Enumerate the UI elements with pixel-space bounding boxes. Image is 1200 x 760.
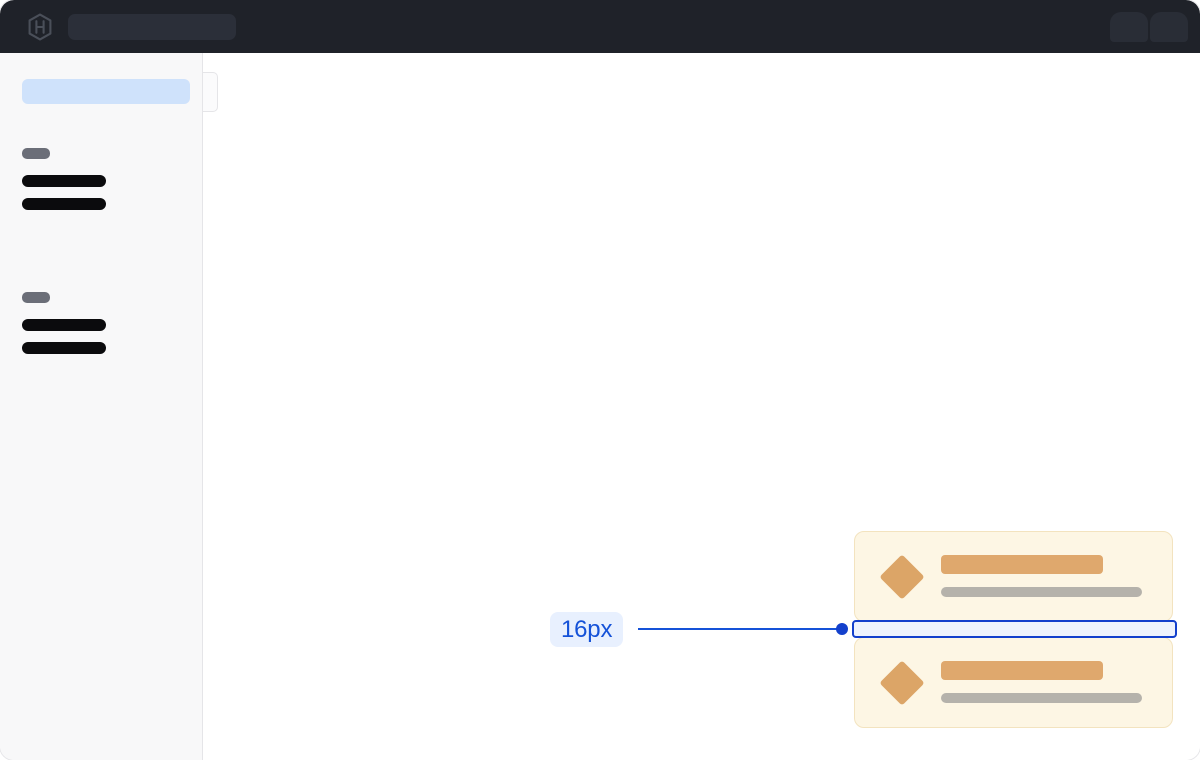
header-search-skeleton[interactable] (68, 14, 236, 40)
gap-measurement-box (852, 620, 1177, 638)
hexagon-h-logo-icon[interactable] (26, 13, 54, 41)
diamond-icon (879, 554, 925, 600)
header-skeleton-b[interactable] (1150, 12, 1188, 42)
content-card[interactable] (854, 637, 1173, 728)
sidebar-nav-group-2 (22, 292, 106, 354)
sidebar-nav-group-2-label-skeleton (22, 292, 50, 303)
measurement-value-badge: 16px (550, 612, 624, 647)
measurement-leader-line (638, 628, 842, 630)
sidebar-item-skeleton-1b[interactable] (22, 198, 106, 210)
top-bar (0, 0, 1200, 53)
card-title-skeleton (941, 555, 1103, 574)
sidebar-item-skeleton-2a[interactable] (22, 319, 106, 331)
content-card[interactable] (854, 531, 1173, 622)
sidebar-collapse-handle[interactable] (203, 72, 218, 112)
sidebar-nav-group-1 (22, 148, 106, 210)
header-skeleton-a[interactable] (1110, 12, 1148, 42)
sidebar-item-skeleton-1a[interactable] (22, 175, 106, 187)
card-subtitle-skeleton (941, 587, 1142, 597)
sidebar-primary-skeleton[interactable] (22, 79, 190, 104)
diamond-icon (879, 660, 925, 706)
sidebar-item-skeleton-2b[interactable] (22, 342, 106, 354)
card-title-skeleton (941, 661, 1103, 680)
card-subtitle-skeleton (941, 693, 1142, 703)
sidebar-nav-group-1-label-skeleton (22, 148, 50, 159)
sidebar (0, 53, 203, 760)
measurement-leader-dot (836, 623, 848, 635)
